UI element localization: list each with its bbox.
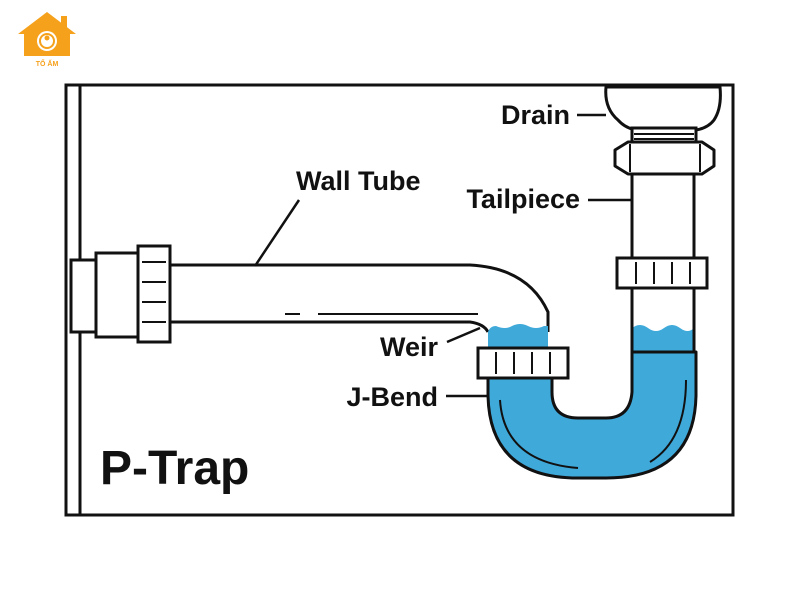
- wall-flange: [69, 258, 99, 334]
- tailpiece-slip-nut: [615, 256, 709, 290]
- water-in-bend: [488, 324, 548, 348]
- logo-figure-head: [44, 35, 50, 41]
- j-bend-highlight: [649, 379, 687, 463]
- diagram-title: P-Trap: [100, 442, 249, 495]
- wall-tube-leader-line: [253, 199, 301, 267]
- j-bend-label: J-Bend: [346, 382, 438, 412]
- tailpiece-label: Tailpiece: [466, 184, 580, 214]
- wall-tube-bottom: [170, 320, 490, 333]
- drain-label: Drain: [501, 100, 570, 130]
- logo-ring: [39, 33, 55, 49]
- logo-chimney: [61, 16, 67, 28]
- house-logo-icon: TỔ ẤM: [18, 12, 76, 68]
- j-bend-slip-nut: [476, 346, 570, 380]
- weir-leader-line: [446, 326, 481, 344]
- wall-slip-nut-ring: [136, 244, 172, 344]
- logo-text: TỔ ẤM: [36, 58, 59, 68]
- tailpiece-pipe: [630, 172, 696, 264]
- j-bend-highlight: [499, 399, 579, 469]
- wall-tube-top: [170, 263, 550, 332]
- wall-tube-label: Wall Tube: [296, 166, 421, 196]
- cabinet-frame: [64, 83, 735, 517]
- wall-slip-nut: [94, 251, 140, 339]
- water-in-tailpiece: [632, 325, 694, 352]
- sink-bowl: [604, 85, 722, 132]
- j-bend-water: [486, 350, 698, 480]
- weir-label: Weir: [380, 332, 439, 362]
- drain-locknut: [613, 140, 716, 176]
